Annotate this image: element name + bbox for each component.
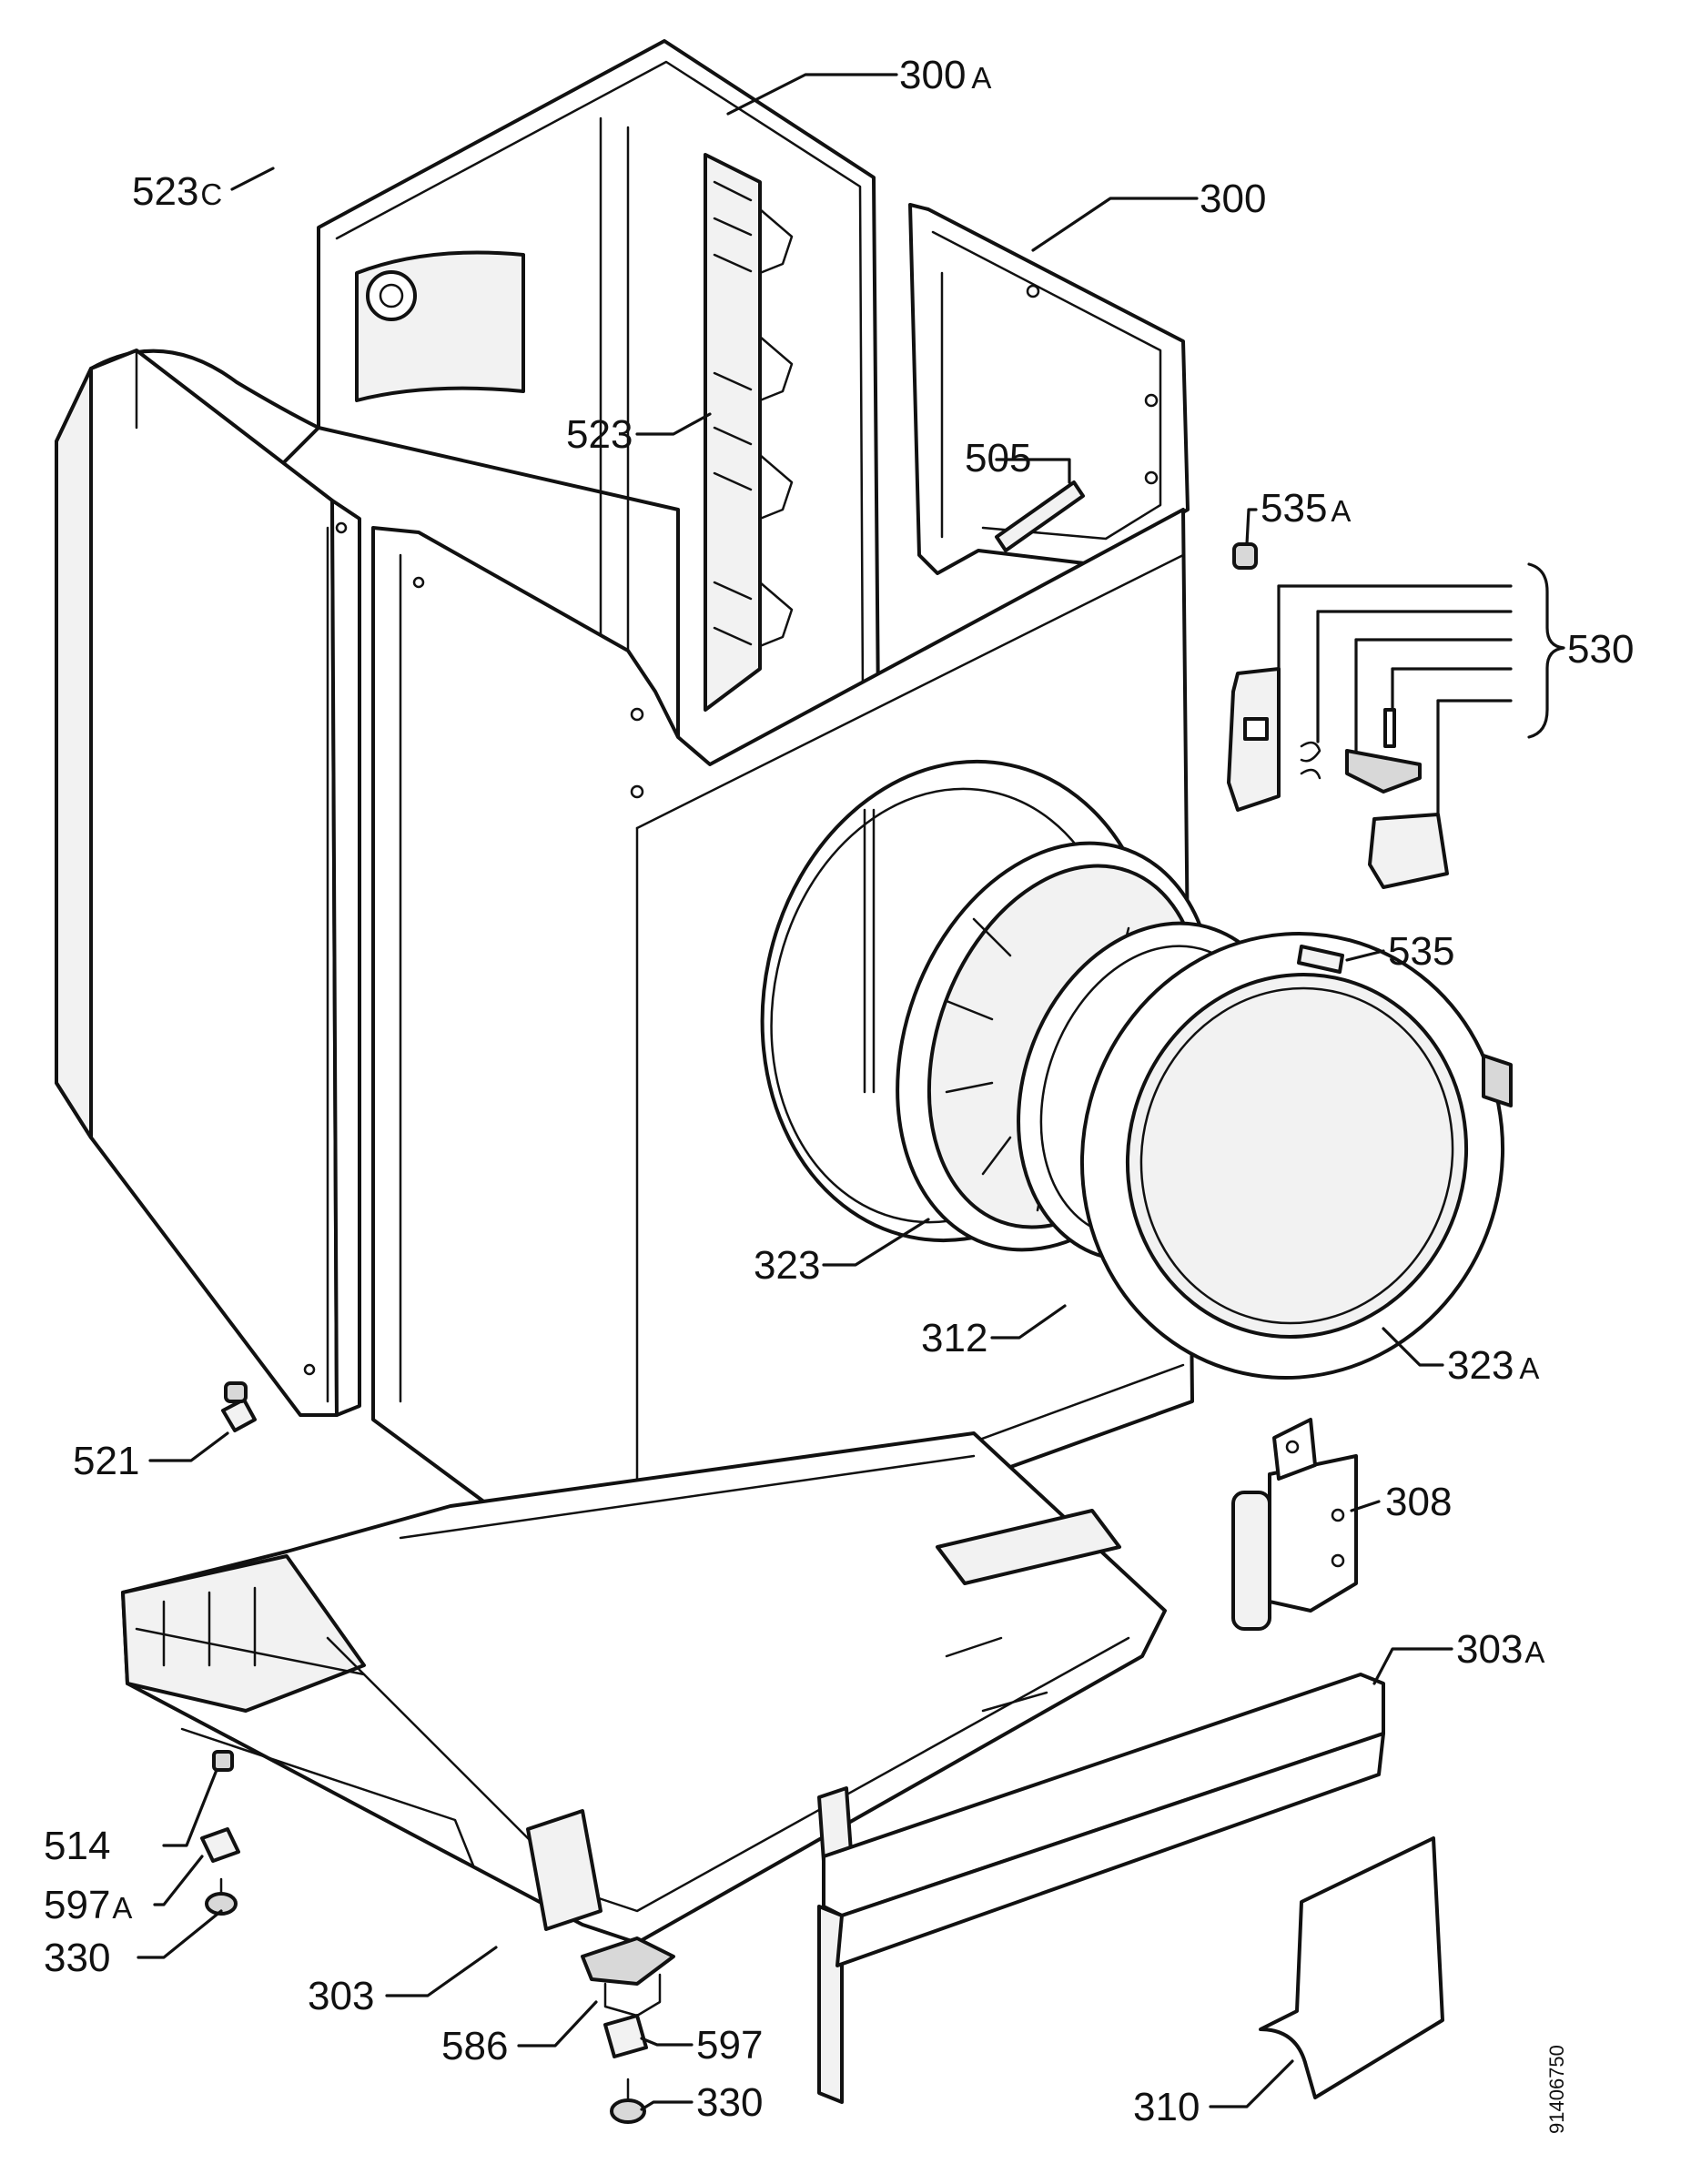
label-505: 505: [965, 436, 1031, 480]
label-597: 597: [696, 2023, 763, 2068]
label-303: 303: [308, 1974, 374, 2018]
nut: [603, 2014, 648, 2058]
label-310: 310: [1133, 2085, 1200, 2129]
kick-plate: [817, 1673, 1385, 2104]
label-586: 586: [441, 2024, 508, 2068]
door-catch-assembly: [1227, 667, 1449, 889]
label-308: 308: [1385, 1480, 1452, 1524]
service-flap: [1259, 1836, 1444, 2099]
foot-screw-lower: [610, 2078, 646, 2124]
label-523C: 523C: [132, 169, 222, 214]
loading-door: [1079, 931, 1513, 1380]
support-rod: [995, 480, 1085, 552]
label-303A: 303A: [1456, 1627, 1544, 1672]
label-312: 312: [921, 1316, 987, 1360]
label-330-left: 330: [44, 1936, 110, 1980]
leader-lines: [137, 73, 1565, 2111]
left-foot-parts: [200, 1750, 240, 1916]
base-frame: [121, 1431, 1167, 1945]
label-530: 530: [1567, 627, 1634, 672]
label-300: 300: [1200, 177, 1266, 221]
document-number: 91406750: [1545, 2045, 1568, 2134]
foot-assembly: [581, 1936, 675, 2017]
ventilation-grille-strip: [704, 153, 794, 712]
label-523: 523: [566, 412, 633, 457]
left-side-panel: [55, 349, 361, 1417]
label-514: 514: [44, 1824, 110, 1868]
lock-pin: [1297, 945, 1344, 974]
label-597A: 597A: [44, 1883, 132, 1927]
label-330-bottom: 330: [696, 2080, 763, 2125]
label-535: 535: [1388, 929, 1454, 974]
screw: [221, 1381, 257, 1432]
label-521: 521: [73, 1439, 139, 1483]
door-hinge: [1231, 1418, 1358, 1631]
cap: [1232, 542, 1258, 570]
label-323: 323: [754, 1243, 820, 1288]
